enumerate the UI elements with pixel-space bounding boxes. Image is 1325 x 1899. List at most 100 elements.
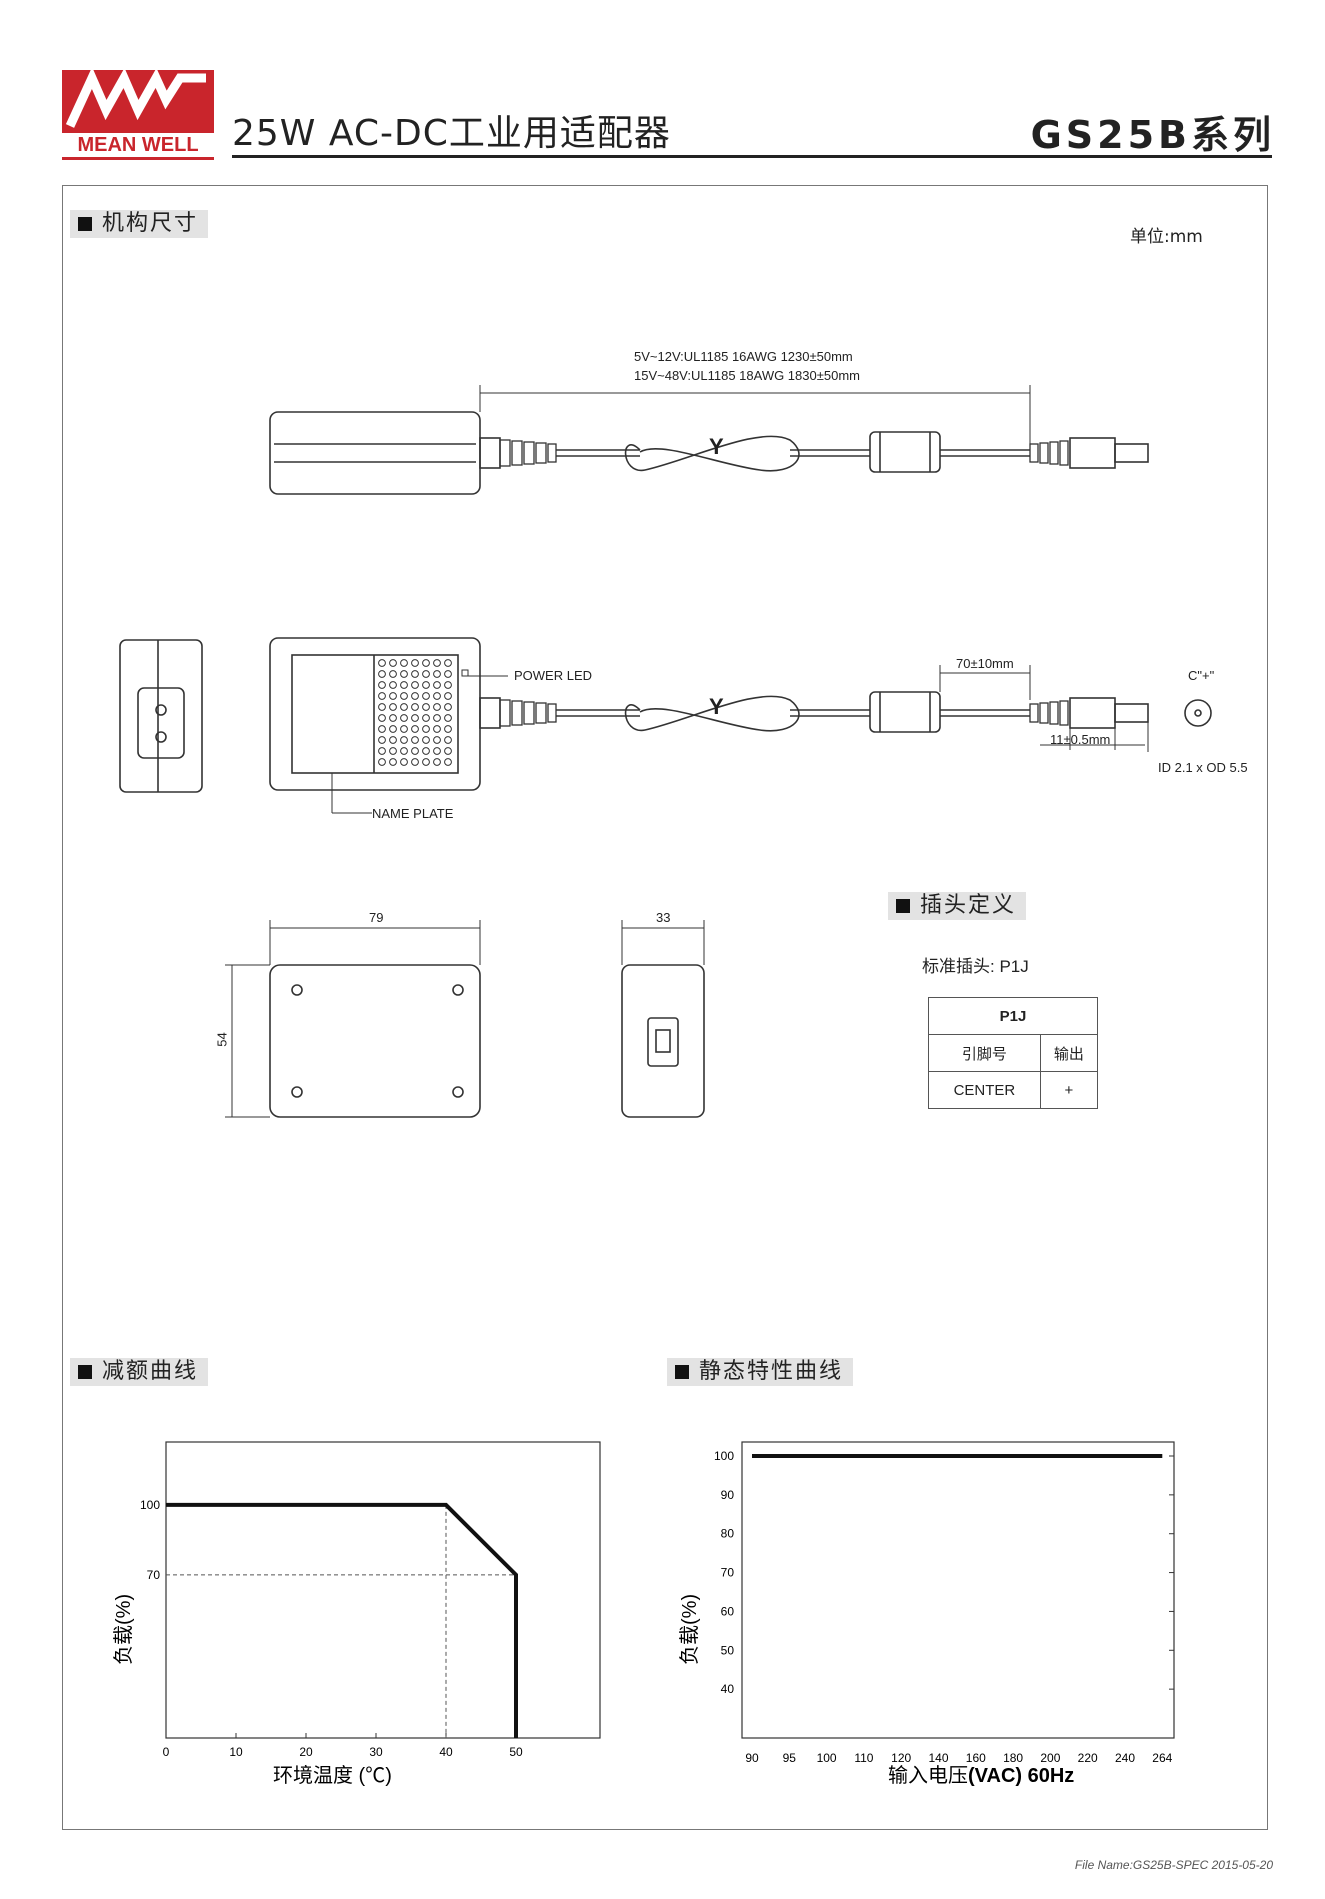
static-xtick-label: 120 bbox=[891, 1751, 911, 1765]
page-title: 25W AC-DC工业用适配器 bbox=[232, 113, 671, 154]
vent-hole bbox=[444, 758, 452, 766]
height-dim: 54 bbox=[214, 1032, 230, 1047]
static-xtick-label: 140 bbox=[928, 1751, 948, 1765]
mean-well-logo: MEAN WELL bbox=[62, 66, 214, 160]
col-pin: 引脚号 bbox=[928, 1034, 1041, 1072]
vent-hole bbox=[400, 670, 408, 678]
section-mechanical: 机构尺寸 bbox=[70, 210, 209, 238]
static-xlabel-cn: 输入电压 bbox=[888, 1764, 968, 1787]
vent-hole bbox=[389, 758, 397, 766]
content-frame bbox=[62, 185, 1268, 1830]
vent-hole bbox=[389, 681, 397, 689]
vent-hole bbox=[411, 670, 419, 678]
file-name: File Name:GS25B-SPEC 2015-05-20 bbox=[1074, 1858, 1273, 1872]
vent-hole bbox=[378, 747, 386, 755]
vent-hole bbox=[389, 725, 397, 733]
static-xtick-label: 264 bbox=[1152, 1751, 1172, 1765]
vent-hole bbox=[422, 747, 430, 755]
cable-spec-2: 15V~48V:UL1185 18AWG 1830±50mm bbox=[634, 368, 860, 383]
vent-hole bbox=[411, 758, 419, 766]
derating-ylabel: 负载(%) bbox=[112, 1594, 135, 1665]
static-ytick-label: 100 bbox=[714, 1449, 734, 1463]
derating-xtick-label: 10 bbox=[229, 1745, 243, 1759]
vent-hole bbox=[422, 758, 430, 766]
derating-ytick-label: 100 bbox=[140, 1498, 160, 1512]
vent-hole bbox=[389, 670, 397, 678]
static-plot-area bbox=[741, 1441, 1175, 1739]
vent-hole bbox=[444, 681, 452, 689]
vent-hole bbox=[389, 692, 397, 700]
static-xtick-label: 160 bbox=[966, 1751, 986, 1765]
vent-hole bbox=[411, 714, 419, 722]
static-ylabel: 负载(%) bbox=[678, 1594, 701, 1665]
mechanical-drawing: Y Y bbox=[119, 385, 1212, 1118]
vent-hole bbox=[400, 736, 408, 744]
vent-hole bbox=[444, 725, 452, 733]
derating-xtick-label: 50 bbox=[509, 1745, 523, 1759]
vent-hole bbox=[378, 736, 386, 744]
vent-hole bbox=[378, 692, 386, 700]
unit-label: 单位:mm bbox=[1130, 227, 1203, 247]
vent-hole bbox=[378, 725, 386, 733]
vent-hole bbox=[444, 747, 452, 755]
derating-xtick-label: 30 bbox=[369, 1745, 383, 1759]
width-dim: 79 bbox=[369, 910, 384, 925]
series-title: GS25B系列 bbox=[1030, 113, 1275, 157]
derating-ytick-label: 70 bbox=[147, 1568, 161, 1582]
vent-hole bbox=[433, 659, 441, 667]
vent-hole bbox=[444, 659, 452, 667]
derating-xlabel: 环境温度 (℃) bbox=[273, 1764, 392, 1787]
vent-hole bbox=[378, 714, 386, 722]
col-output: 输出 bbox=[1039, 1034, 1099, 1072]
derating-xtick-label: 20 bbox=[299, 1745, 313, 1759]
vent-hole bbox=[411, 681, 419, 689]
row-pin: CENTER bbox=[928, 1071, 1041, 1109]
vent-hole bbox=[389, 736, 397, 744]
vent-hole bbox=[422, 659, 430, 667]
static-ytick-label: 50 bbox=[721, 1643, 735, 1657]
static-ytick-label: 40 bbox=[721, 1682, 735, 1696]
vent-hole bbox=[378, 670, 386, 678]
static-ytick-label: 60 bbox=[721, 1604, 735, 1618]
static-xtick-label: 95 bbox=[783, 1751, 797, 1765]
vent-hole bbox=[444, 703, 452, 711]
static-xtick-label: 200 bbox=[1040, 1751, 1060, 1765]
vent-hole bbox=[389, 714, 397, 722]
svg-text:Y: Y bbox=[709, 434, 724, 459]
vent-hole bbox=[400, 725, 408, 733]
vent-hole bbox=[411, 736, 419, 744]
vent-hole bbox=[400, 681, 408, 689]
mw-logo-icon bbox=[65, 66, 206, 128]
vent-hole bbox=[422, 725, 430, 733]
power-led-label: POWER LED bbox=[514, 668, 593, 683]
vent-hole bbox=[389, 747, 397, 755]
section-derating-label: 减额曲线 bbox=[102, 1359, 199, 1384]
static-xtick-label: 180 bbox=[1003, 1751, 1023, 1765]
plug-size-label: ID 2.1 x OD 5.5 bbox=[1158, 760, 1248, 775]
pin-table: P1J 引脚号输出 CENTER+ bbox=[928, 997, 1099, 1109]
svg-text:Y: Y bbox=[709, 694, 724, 719]
vent-hole bbox=[400, 747, 408, 755]
vent-hole bbox=[400, 758, 408, 766]
vent-hole bbox=[433, 681, 441, 689]
section-static: 静态特性曲线 bbox=[667, 1358, 854, 1386]
vent-hole bbox=[422, 714, 430, 722]
logo-text: MEAN WELL bbox=[62, 133, 214, 157]
vent-hole bbox=[444, 692, 452, 700]
vent-hole bbox=[411, 703, 419, 711]
static-xlabel-unit: (VAC) 60Hz bbox=[968, 1765, 1074, 1787]
vent-hole bbox=[411, 725, 419, 733]
dim-70-label: 70±10mm bbox=[956, 656, 1014, 671]
vent-hole bbox=[378, 758, 386, 766]
pin-table-title: P1J bbox=[928, 997, 1098, 1035]
vent-hole bbox=[422, 681, 430, 689]
vent-hole bbox=[422, 736, 430, 744]
plug-standard: 标准插头: P1J bbox=[922, 957, 1029, 976]
vent-hole bbox=[411, 747, 419, 755]
name-plate-label: NAME PLATE bbox=[372, 806, 454, 821]
vent-hole bbox=[422, 670, 430, 678]
vent-hole bbox=[433, 692, 441, 700]
vent-hole bbox=[400, 659, 408, 667]
